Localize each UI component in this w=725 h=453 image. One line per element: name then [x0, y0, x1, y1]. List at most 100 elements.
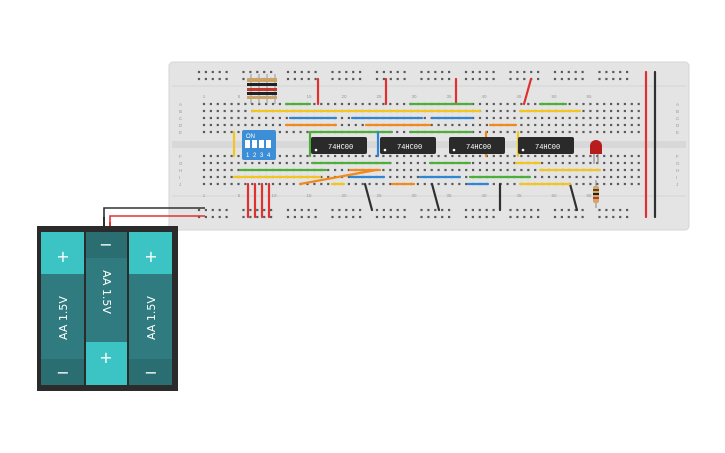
hole[interactable] [472, 161, 475, 165]
rail-hole[interactable] [605, 70, 608, 74]
rail-hole[interactable] [382, 77, 385, 81]
hole[interactable] [334, 102, 337, 106]
hole[interactable] [437, 168, 440, 172]
hole[interactable] [575, 175, 578, 179]
hole[interactable] [589, 154, 592, 158]
hole[interactable] [244, 109, 247, 113]
rail-hole[interactable] [218, 215, 221, 219]
hole[interactable] [265, 116, 268, 120]
hole[interactable] [637, 109, 640, 113]
chip-4[interactable]: 74HC00 [518, 137, 574, 154]
hole[interactable] [582, 161, 585, 165]
black-wire[interactable] [568, 182, 579, 212]
hole[interactable] [237, 161, 240, 165]
hole[interactable] [568, 116, 571, 120]
hole[interactable] [575, 116, 578, 120]
hole[interactable] [603, 130, 606, 134]
rail-hole[interactable] [537, 215, 540, 219]
hole[interactable] [396, 102, 399, 106]
hole[interactable] [209, 116, 212, 120]
rail-hole[interactable] [338, 77, 341, 81]
hole[interactable] [347, 182, 350, 186]
hole[interactable] [575, 130, 578, 134]
hole[interactable] [616, 102, 620, 106]
rail-hole[interactable] [464, 215, 468, 219]
hole[interactable] [209, 123, 212, 127]
hole[interactable] [623, 154, 626, 158]
hole[interactable] [472, 130, 475, 134]
rail-hole[interactable] [567, 77, 570, 81]
hole[interactable] [403, 161, 406, 165]
hole[interactable] [361, 102, 364, 106]
hole[interactable] [340, 116, 344, 120]
hole[interactable] [554, 175, 557, 179]
hole[interactable] [513, 102, 516, 106]
rail-hole[interactable] [331, 208, 334, 212]
rail-hole[interactable] [338, 70, 341, 74]
rail-hole[interactable] [581, 215, 584, 219]
hole[interactable] [513, 168, 516, 172]
hole[interactable] [334, 154, 337, 158]
hole[interactable] [541, 116, 544, 120]
hole[interactable] [534, 116, 537, 120]
rail-hole[interactable] [612, 215, 615, 219]
hole[interactable] [444, 168, 447, 172]
rail-hole[interactable] [619, 215, 622, 219]
hole[interactable] [237, 130, 240, 134]
hole[interactable] [520, 102, 523, 106]
rail-hole[interactable] [626, 77, 629, 81]
hole[interactable] [437, 123, 440, 127]
rail-hole[interactable] [249, 208, 252, 212]
rail-hole[interactable] [396, 215, 399, 219]
hole[interactable] [202, 154, 206, 158]
rail-hole[interactable] [249, 70, 252, 74]
rail-hole[interactable] [211, 208, 214, 212]
chip-1[interactable]: 74HC00 [311, 137, 367, 154]
rail-hole[interactable] [420, 208, 423, 212]
hole[interactable] [596, 116, 599, 120]
rail-hole[interactable] [619, 70, 622, 74]
hole[interactable] [610, 154, 613, 158]
hole[interactable] [340, 168, 344, 172]
rail-hole[interactable] [211, 70, 214, 74]
rail-hole[interactable] [478, 215, 481, 219]
hole[interactable] [596, 109, 599, 113]
chip-2[interactable]: 74HC00 [380, 137, 436, 154]
hole[interactable] [382, 168, 385, 172]
hole[interactable] [547, 123, 551, 127]
hole[interactable] [223, 109, 226, 113]
rail-hole[interactable] [448, 77, 451, 81]
hole[interactable] [403, 175, 406, 179]
hole[interactable] [347, 116, 350, 120]
hole[interactable] [637, 102, 640, 106]
hole[interactable] [285, 130, 288, 134]
hole[interactable] [575, 102, 578, 106]
hole[interactable] [327, 175, 330, 179]
hole[interactable] [492, 168, 495, 172]
rail-hole[interactable] [389, 215, 392, 219]
hole[interactable] [492, 161, 495, 165]
hole[interactable] [223, 123, 226, 127]
hole[interactable] [396, 168, 399, 172]
hole[interactable] [596, 154, 599, 158]
hole[interactable] [458, 123, 461, 127]
rail-hole[interactable] [567, 70, 570, 74]
hole[interactable] [313, 154, 316, 158]
rail-hole[interactable] [300, 77, 303, 81]
rail-hole[interactable] [537, 208, 540, 212]
hole[interactable] [527, 102, 530, 106]
hole[interactable] [202, 123, 206, 127]
hole[interactable] [340, 123, 344, 127]
hole[interactable] [596, 175, 599, 179]
hole[interactable] [630, 116, 633, 120]
hole[interactable] [237, 182, 240, 186]
rail-hole[interactable] [553, 215, 557, 219]
hole[interactable] [354, 123, 357, 127]
rail-hole[interactable] [530, 70, 533, 74]
rail-hole[interactable] [338, 208, 341, 212]
rail-hole[interactable] [293, 77, 296, 81]
hole[interactable] [271, 116, 275, 120]
rail-hole[interactable] [300, 208, 303, 212]
hole[interactable] [306, 130, 309, 134]
hole[interactable] [603, 123, 606, 127]
